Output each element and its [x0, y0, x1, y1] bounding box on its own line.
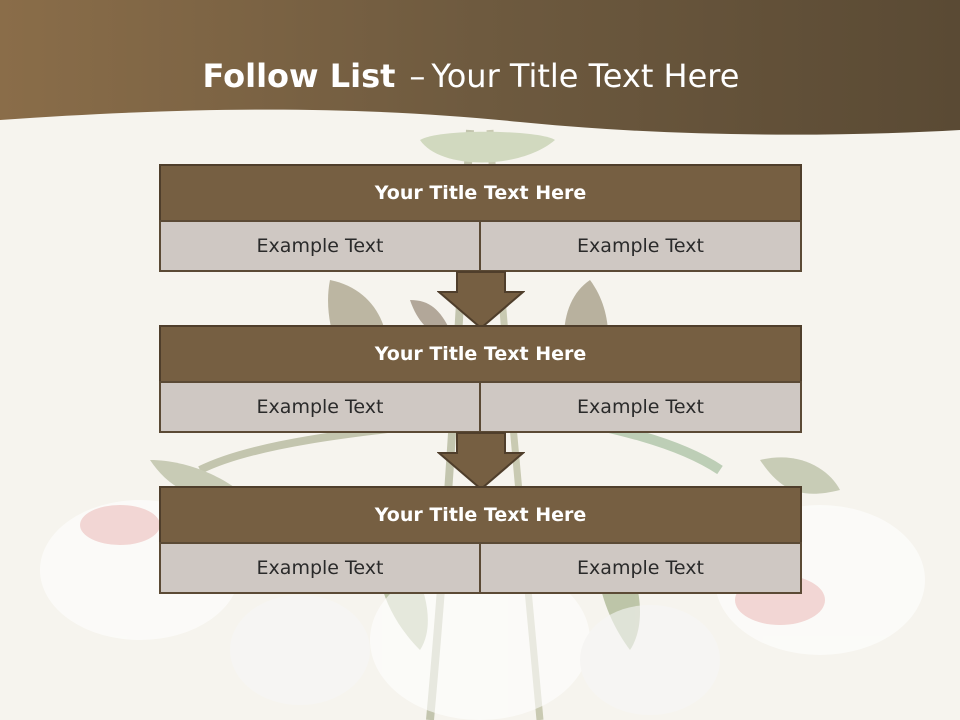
block-title: Your Title Text Here: [159, 325, 802, 383]
list-block-3: Your Title Text Here Example Text Exampl…: [159, 486, 802, 594]
slide-title-dash: –: [409, 57, 426, 95]
header-band: [0, 0, 960, 135]
slide-title: Follow List–Your Title Text Here: [0, 54, 942, 98]
slide-title-bold: Follow List: [202, 57, 396, 95]
block-cell-left: Example Text: [159, 542, 481, 594]
block-cell-left: Example Text: [159, 220, 481, 272]
block-cell-right: Example Text: [479, 220, 802, 272]
slide-title-rest: Your Title Text Here: [431, 57, 740, 95]
block-cell-left: Example Text: [159, 381, 481, 433]
down-arrow-icon: [437, 432, 525, 491]
block-title: Your Title Text Here: [159, 486, 802, 544]
list-block-1: Your Title Text Here Example Text Exampl…: [159, 164, 802, 272]
block-cell-right: Example Text: [479, 542, 802, 594]
block-cell-right: Example Text: [479, 381, 802, 433]
list-block-2: Your Title Text Here Example Text Exampl…: [159, 325, 802, 433]
down-arrow-icon: [437, 271, 525, 330]
block-title: Your Title Text Here: [159, 164, 802, 222]
